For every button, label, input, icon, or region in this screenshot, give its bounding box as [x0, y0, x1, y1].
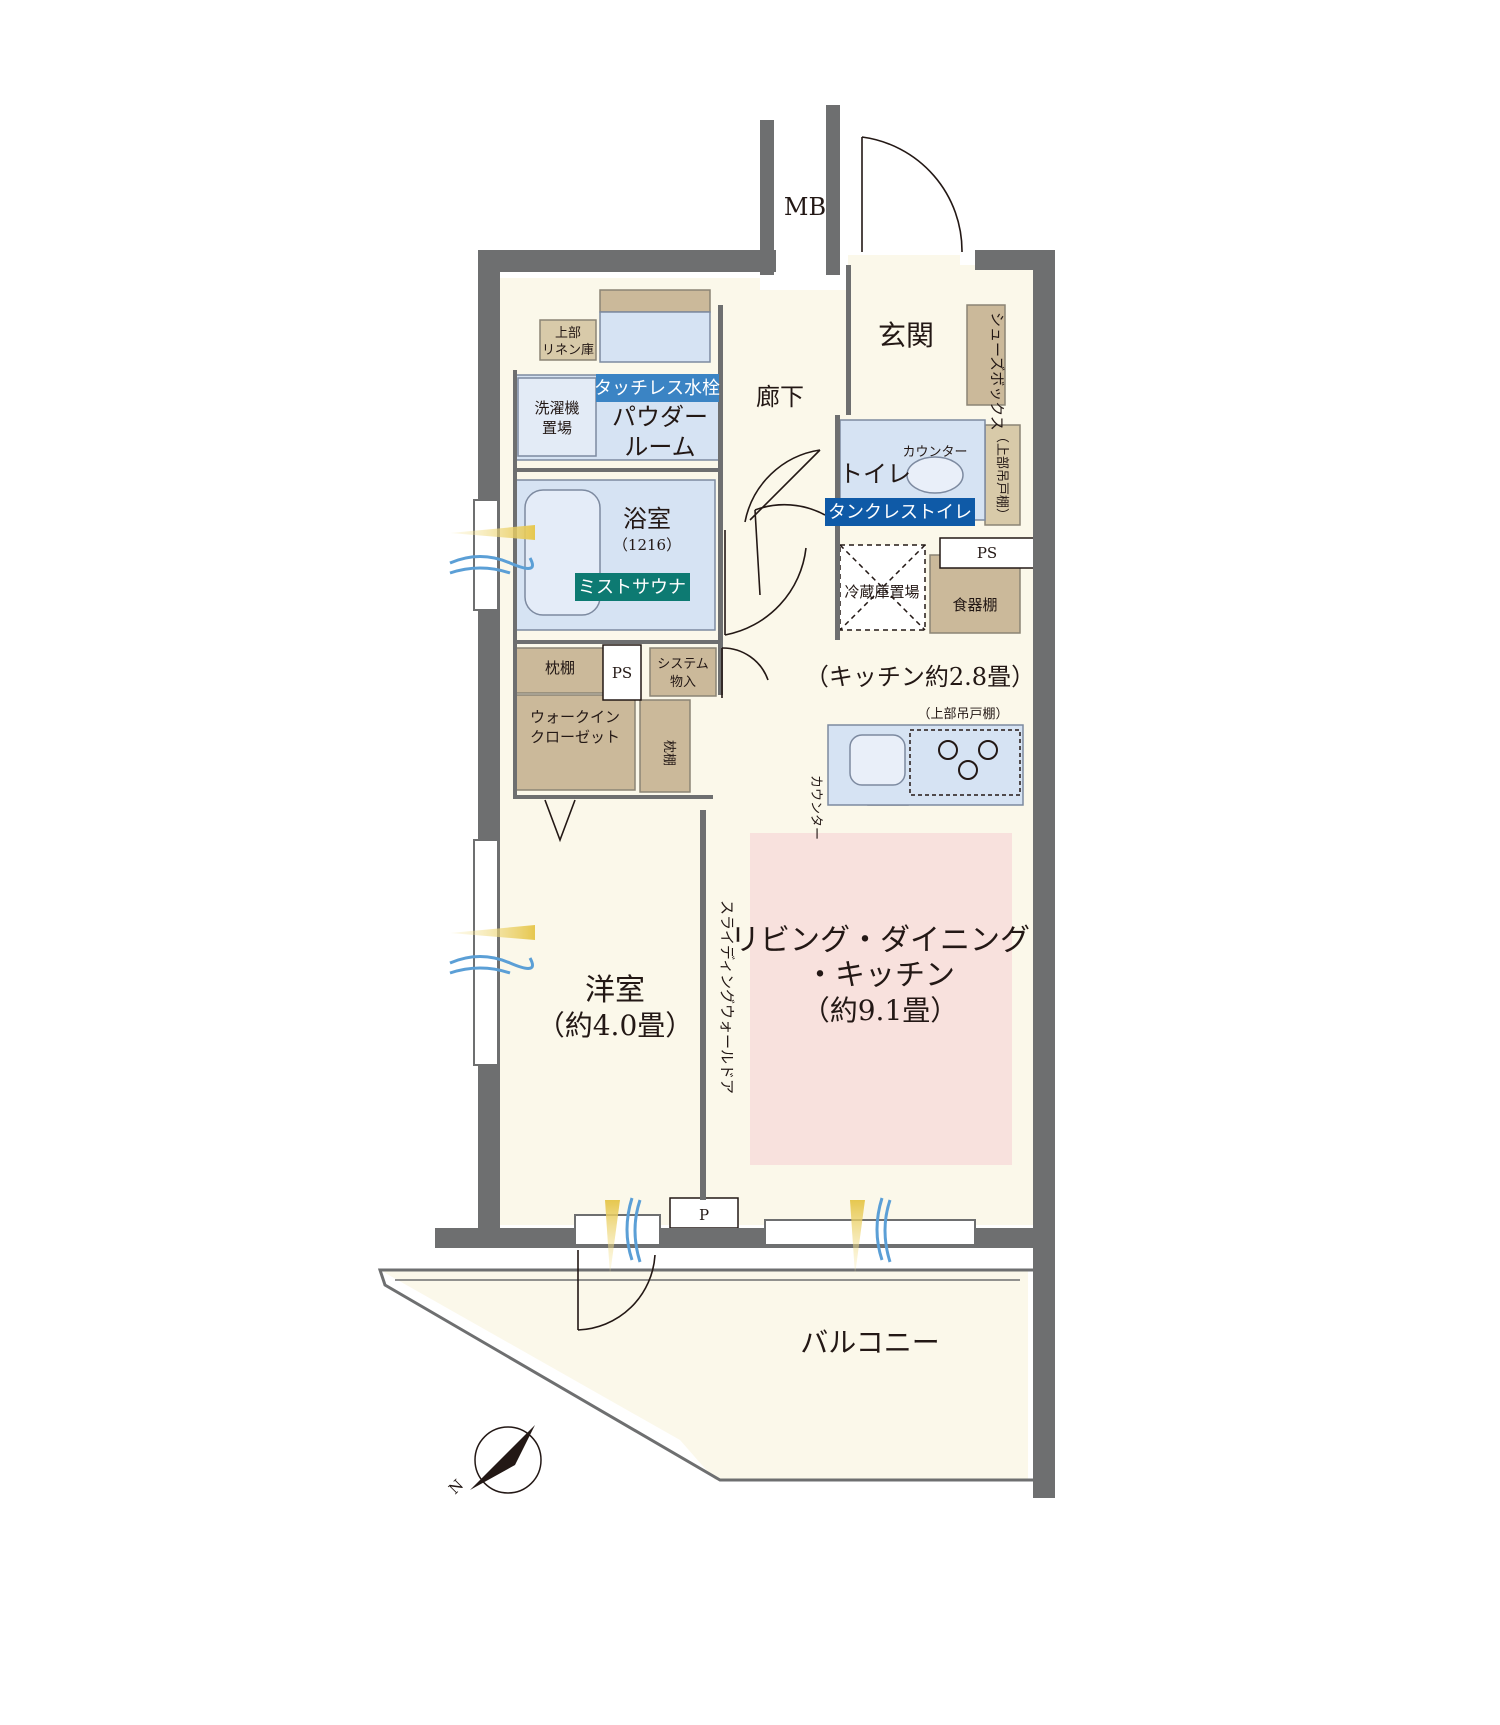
- storage-blocks: [514, 289, 1021, 806]
- stove-icon: [909, 729, 1021, 796]
- linen-storage: [599, 289, 711, 313]
- label-hallway: 廊下: [756, 383, 804, 411]
- label-fridge: 冷蔵庫置場: [844, 583, 919, 601]
- label-upper-cabinet-toilet: （上部吊戸棚）: [994, 430, 1009, 521]
- label-p: P: [699, 1206, 709, 1224]
- label-ps-right: PS: [977, 544, 997, 562]
- label-system-storage-2: 物入: [670, 675, 696, 690]
- label-pillow-shelf-1: 枕棚: [545, 659, 575, 677]
- label-shoe-box: シューズボックス: [988, 312, 1006, 431]
- tag-mist-sauna-text: ミストサウナ: [578, 577, 686, 598]
- washer-area: [517, 377, 597, 457]
- sink-basin: [849, 734, 906, 786]
- fridge-space: [839, 544, 926, 631]
- system-storage: [649, 647, 717, 697]
- label-bath-size: （1216）: [613, 536, 681, 554]
- label-genkan: 玄関: [878, 319, 934, 352]
- balcony-floor: [380, 1270, 1028, 1480]
- label-north: N: [445, 1476, 467, 1498]
- ps-boxes: [602, 537, 1036, 1229]
- linen-top: [599, 311, 711, 363]
- wind-icon: [449, 555, 892, 1263]
- sunlight-icon: [450, 525, 865, 1275]
- tag-tankless-toilet: タンクレストイレ: [825, 498, 975, 526]
- label-upper-linen-2: リネン庫: [542, 343, 594, 358]
- label-ldk-size: （約9.1畳）: [802, 994, 959, 1027]
- label-kitchen-area: （キッチン約2.8畳）: [805, 663, 1035, 691]
- label-western-size: （約4.0畳）: [537, 1009, 694, 1042]
- windows: [473, 499, 976, 1246]
- tag-touchless-faucet: タッチレス水栓: [594, 374, 720, 402]
- label-upper-cabinet-kitchen: （上部吊戸棚）: [917, 707, 1008, 722]
- label-counter-toilet: カウンター: [902, 445, 967, 460]
- label-sliding-door: スライディングウォールドア: [718, 900, 736, 1094]
- label-system-storage-1: システム: [657, 657, 709, 672]
- label-dish-shelf: 食器棚: [952, 596, 997, 614]
- label-pillow-shelf-2: 枕棚: [661, 740, 676, 766]
- label-washer-2: 置場: [542, 419, 572, 437]
- toilet-bowl: [906, 456, 964, 494]
- label-mb: MB: [784, 193, 826, 221]
- label-balcony: バルコニー: [800, 1326, 939, 1359]
- label-ps-left: PS: [612, 664, 632, 682]
- label-walkin-1: ウォークイン: [530, 708, 620, 726]
- tag-mist-sauna: ミストサウナ: [575, 573, 690, 601]
- room-labels: MB 玄関 シューズボックス 上部 リネン庫 洗濯機 置場 パウダー ルーム 廊…: [445, 193, 1035, 1498]
- label-powder-1: パウダー: [612, 403, 708, 431]
- label-toilet: トイレ: [839, 460, 911, 488]
- label-counter-kitchen: カウンター: [808, 775, 823, 840]
- label-ldk-2: ・キッチン: [805, 958, 955, 993]
- label-upper-linen-1: 上部: [555, 326, 581, 341]
- door-swing-icon: [544, 136, 963, 1331]
- label-walkin-2: クローゼット: [530, 728, 620, 746]
- label-western-room: 洋室: [585, 973, 645, 1008]
- walk-in-closet: [514, 694, 636, 791]
- toilet-upper-cabinet: [984, 424, 1021, 526]
- upper-linen-box: [539, 319, 597, 361]
- pillow-shelf-side: [639, 699, 691, 793]
- label-ldk-1: リビング・ダイニング: [730, 923, 1030, 958]
- shoe-box: [966, 304, 1006, 406]
- tag-touchless-faucet-text: タッチレス水栓: [594, 378, 720, 399]
- label-bath: 浴室: [623, 505, 671, 533]
- label-washer-1: 洗濯機: [534, 399, 579, 417]
- balcony-outline: [377, 1268, 1033, 1482]
- tag-tankless-toilet-text: タンクレストイレ: [828, 502, 972, 523]
- ldk-highlight: [750, 833, 1012, 1165]
- compass-icon: [470, 1425, 542, 1494]
- label-powder-2: ルーム: [624, 433, 695, 461]
